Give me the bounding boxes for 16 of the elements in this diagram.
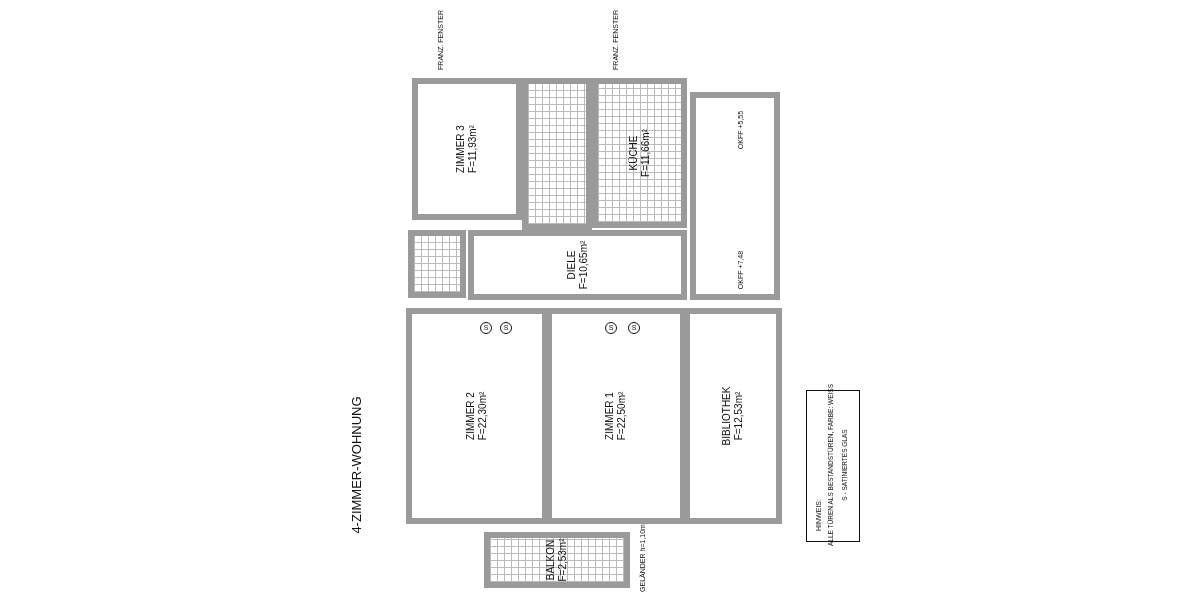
plan-title: 4-ZIMMER-WOHNUNG (348, 396, 364, 534)
room-label: KÜCHE F=11,66m² (627, 129, 652, 177)
room-label: ZIMMER 3 F=11,93m² (455, 125, 479, 173)
room (412, 78, 522, 220)
room-label: DIELE F=10,65m² (565, 240, 590, 290)
room (468, 230, 687, 300)
balcony-area (484, 532, 630, 588)
room (592, 78, 687, 228)
room-label: ZIMMER 2 F=22,30m² (465, 391, 489, 441)
room-label: ZIMMER 1 F=22,50m² (604, 391, 628, 441)
room (406, 308, 548, 524)
room (408, 230, 466, 298)
room-label: BIBLIOTHEK F=12,53m² (721, 386, 745, 446)
room-label: BALKON F=2,53m² (545, 538, 569, 582)
room (690, 92, 780, 300)
room (684, 308, 782, 524)
